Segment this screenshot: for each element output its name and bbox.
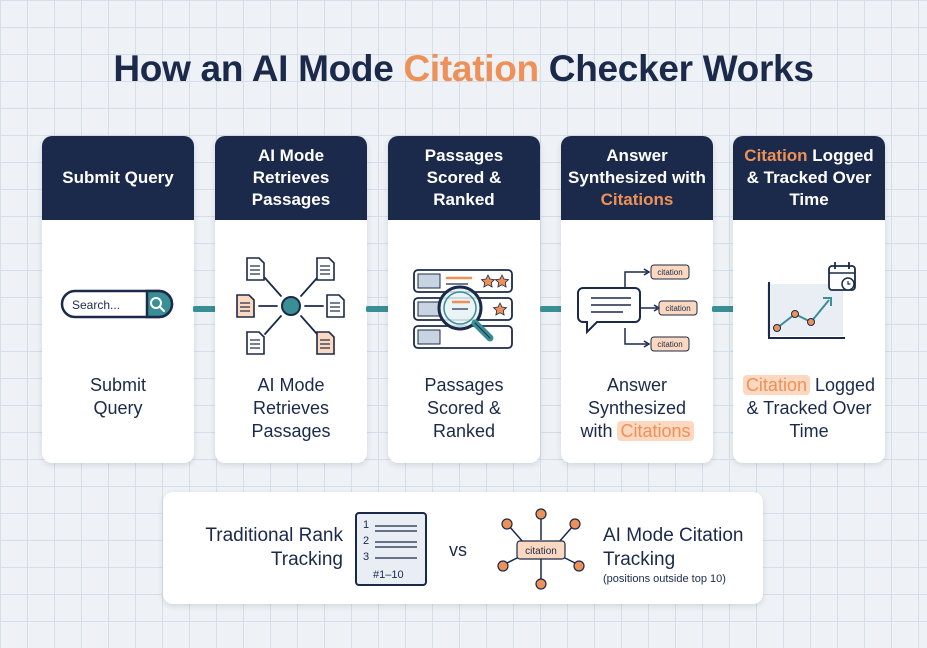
step-label-text: Passages Scored & Ranked bbox=[424, 375, 504, 441]
step-label: Citation Logged & Tracked Over Time bbox=[733, 374, 885, 443]
step-card-score-rank: Passages Scored & Ranked Passages Scored bbox=[388, 136, 540, 463]
step-header-text: Answer Synthesized with bbox=[568, 146, 706, 187]
chat-bubble-icon bbox=[577, 287, 641, 335]
star-icon bbox=[480, 274, 496, 288]
title-text: How an AI Mode bbox=[113, 48, 404, 89]
document-icon bbox=[316, 257, 335, 281]
citation-tag: citation bbox=[657, 268, 682, 277]
step-label: Submit Query bbox=[42, 374, 194, 420]
step-card-answer-synthesized: Answer Synthesized with Citations citati… bbox=[561, 136, 713, 463]
step-label: Passages Scored & Ranked bbox=[388, 374, 540, 443]
step-label: Answer Synthesized with Citations bbox=[561, 374, 713, 443]
step-label-text: Submit Query bbox=[89, 375, 147, 418]
magnifier-icon bbox=[437, 285, 494, 342]
document-icon bbox=[316, 331, 335, 355]
document-network bbox=[236, 257, 345, 355]
step-header-accent: Citation bbox=[744, 146, 808, 165]
ai-mode-tracking-note: (positions outside top 10) bbox=[603, 573, 726, 585]
title-text-end: Checker Works bbox=[538, 48, 814, 89]
step-header-text: AI Mode Retrieves Passages bbox=[251, 146, 331, 209]
step-label-text: AI Mode Retrieves Passages bbox=[251, 375, 331, 441]
calendar-icon bbox=[828, 262, 856, 291]
title-accent: Citation bbox=[403, 48, 540, 89]
vs-label: vs bbox=[449, 540, 467, 560]
ranked-list-icon: 1 2 3 #1–10 bbox=[355, 512, 427, 586]
center-citation-tag: citation bbox=[525, 546, 557, 557]
step-label-text: Answer Synthesized with bbox=[580, 375, 687, 441]
star-icon bbox=[494, 274, 510, 288]
step-label-accent: Citations bbox=[617, 421, 694, 441]
step-header-accent: Citations bbox=[600, 190, 674, 209]
document-icon bbox=[326, 294, 345, 318]
traditional-rank-label: Traditional Rank Tracking bbox=[205, 525, 343, 570]
citation-tag: citation bbox=[657, 340, 682, 349]
step-card-submit-query: Submit Query Search... Submit Query bbox=[42, 136, 194, 463]
search-placeholder: Search... bbox=[72, 298, 120, 312]
ai-mode-tracking-label: AI Mode Citation Tracking (positions out… bbox=[603, 524, 763, 586]
step-header: AI Mode Retrieves Passages bbox=[215, 136, 367, 220]
answer-citations: citation citation citation bbox=[577, 264, 698, 352]
step-header: Answer Synthesized with Citations bbox=[561, 136, 713, 220]
search-icon bbox=[150, 297, 165, 312]
trend-chart-icon bbox=[767, 262, 856, 339]
step-label-accent: Citation bbox=[742, 375, 810, 395]
citation-tag: citation bbox=[665, 304, 690, 313]
step-header-text: Submit Query bbox=[62, 168, 174, 187]
page-title: How an AI Mode Citation Checker Works bbox=[0, 48, 927, 90]
rank-number: 3 bbox=[363, 551, 369, 563]
star-icon bbox=[492, 302, 508, 316]
step-header: Submit Query bbox=[42, 136, 194, 220]
rank-number: 2 bbox=[363, 535, 369, 547]
document-icon bbox=[236, 294, 255, 318]
step-card-citation-logged: Citation Logged & Tracked Over Time Cita… bbox=[733, 136, 885, 463]
rank-range: #1–10 bbox=[373, 569, 404, 581]
network-icon: citation bbox=[497, 508, 585, 590]
step-header: Citation Logged & Tracked Over Time bbox=[733, 136, 885, 220]
step-label: AI Mode Retrieves Passages bbox=[215, 374, 367, 443]
step-label-text: Logged & Tracked Over Time bbox=[746, 375, 876, 441]
step-header: Passages Scored & Ranked bbox=[388, 136, 540, 220]
rank-number: 1 bbox=[363, 519, 369, 531]
step-card-retrieve-passages: AI Mode Retrieves Passages bbox=[215, 136, 367, 463]
ai-mode-tracking-text: AI Mode Citation Tracking bbox=[603, 525, 744, 570]
ranked-passages bbox=[413, 269, 513, 349]
comparison-panel: Traditional Rank Tracking 1 2 3 #1–10 vs… bbox=[163, 492, 763, 604]
step-header-text: Passages Scored & Ranked bbox=[424, 146, 504, 209]
step-header-text: Logged & Tracked Over Time bbox=[746, 146, 874, 209]
document-icon bbox=[246, 331, 265, 355]
document-icon bbox=[246, 257, 265, 281]
search-bar: Search... bbox=[60, 289, 174, 319]
